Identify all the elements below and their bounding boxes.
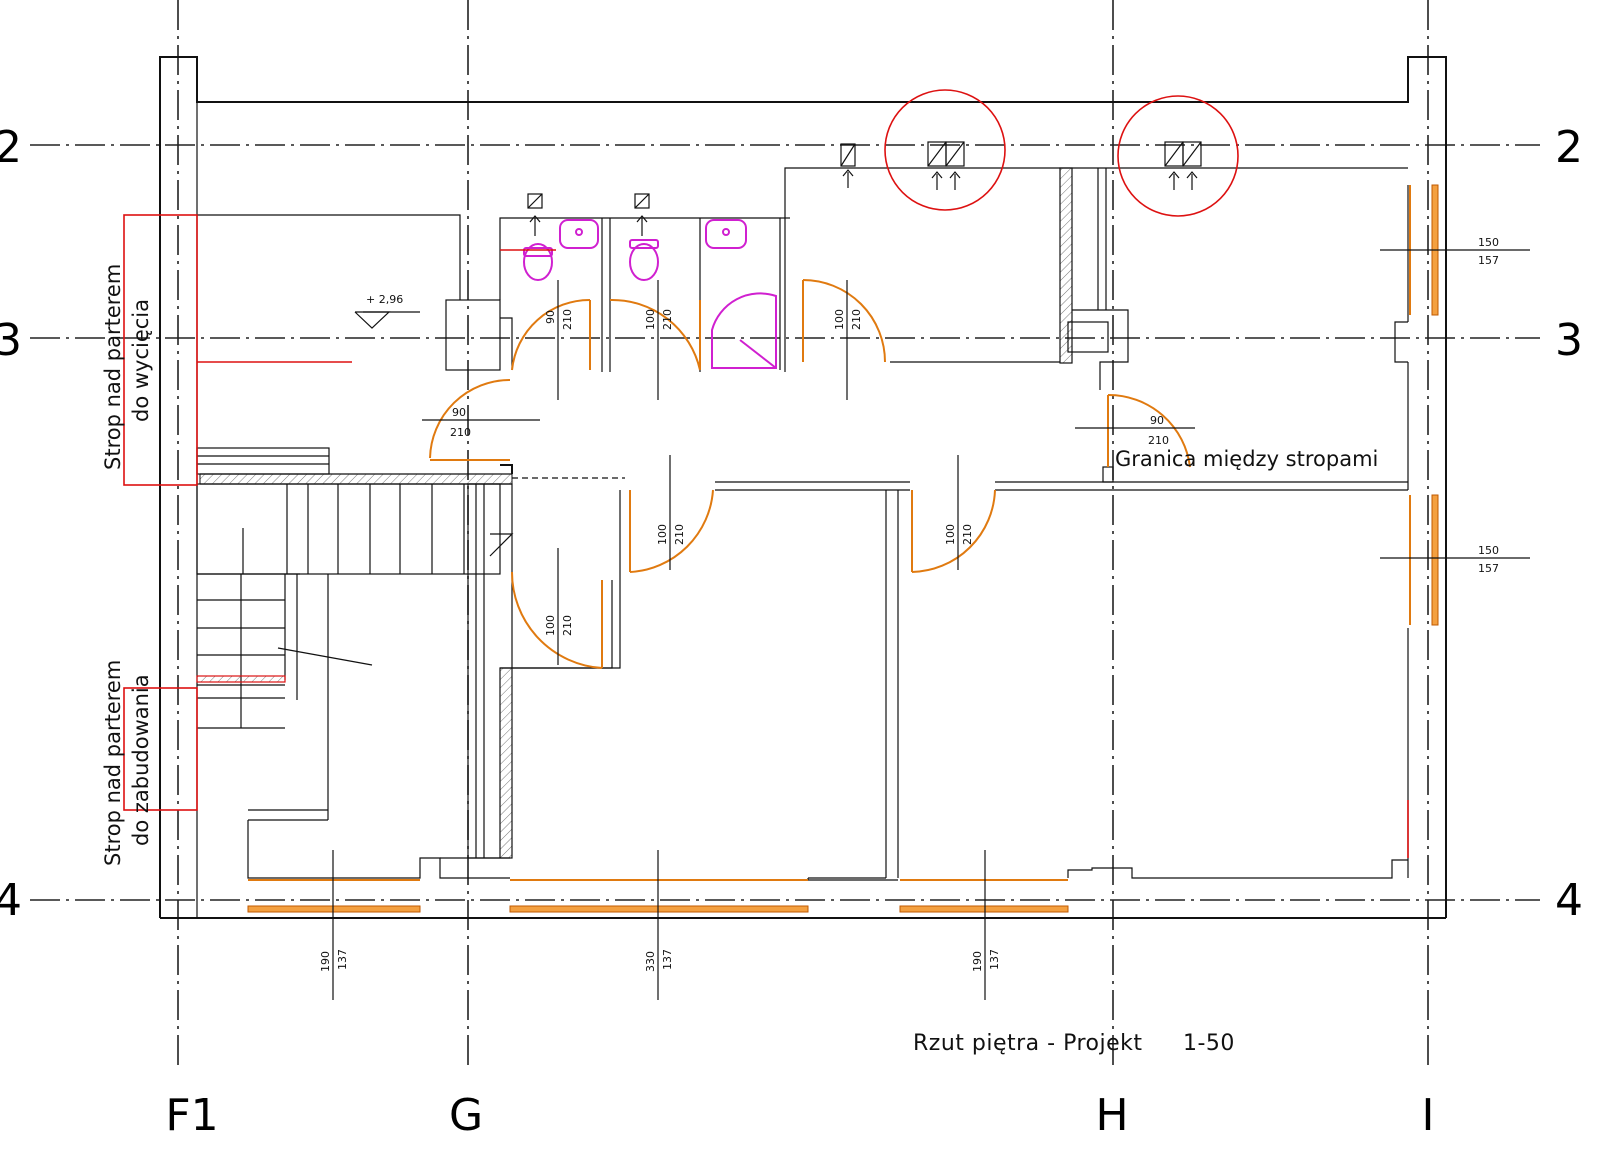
grid-label-row-2-left: 2 [0,122,22,173]
door-5-width: 90 [1150,414,1164,427]
markup-circle-2 [1117,95,1239,217]
door-7-height: 210 [961,524,974,545]
door-2-height: 210 [561,309,574,330]
grid-label-row-3-left: 3 [0,315,22,366]
door-6-width: 100 [656,524,669,545]
cut-slab-frame [123,214,198,486]
door-8-height: 210 [561,615,574,636]
grid-label-row-3-right: 3 [1555,315,1583,366]
door-3-height: 210 [661,309,674,330]
cut-slab-note-line-1: Strop nad parterem [101,264,125,470]
grid-label-row-4-right: 4 [1555,875,1583,926]
window-bottom-3 [899,905,1069,913]
door-4-height: 210 [850,309,863,330]
cut-slab-note-line-2: do wycięcia [129,299,153,422]
build-slab-note-line-2: do zabudowania [129,674,153,846]
ventilation-ducts [527,89,1239,236]
drawing-scale: 1-50 [1183,1031,1235,1056]
window-right-bottom [1431,494,1439,626]
doors [429,279,1191,669]
grid-label-f1: F1 [165,1090,218,1141]
window-bottom-1-width: 190 [319,951,332,972]
door-7-width: 100 [944,524,957,545]
door-4-width: 100 [833,309,846,330]
level-marker: + 2,96 [354,293,420,329]
door-6-height: 210 [673,524,686,545]
shower [711,292,777,369]
grid-label-row-2-right: 2 [1555,122,1583,173]
window-right-bottom-width: 150 [1478,544,1499,557]
window-bottom-2 [509,905,809,913]
slab-boundary-note: Granica między stropami [1115,447,1378,471]
staircase [196,447,514,821]
drawing-title: Rzut piętra - Projekt [913,1031,1143,1056]
markup-frames [123,214,1409,858]
interior-walls [197,167,1408,879]
grid-label-h: H [1095,1090,1128,1141]
sanitary-fixtures [500,219,777,369]
markup-circle-1 [884,89,1006,211]
grid-label-row-4-left: 4 [0,875,22,926]
door-1-width: 90 [452,406,466,419]
toilet-1 [523,247,553,257]
toilet-2 [629,239,659,249]
sink-2 [705,219,747,249]
window-bottom-1 [247,905,421,913]
window-right-bottom-height: 157 [1478,562,1499,575]
build-slab-frame [123,687,198,811]
grid-label-g: G [449,1090,483,1141]
window-right-top-width: 150 [1478,236,1499,249]
door-1-height: 210 [450,426,471,439]
door-2-width: 90 [544,310,557,324]
window-right-top-height: 157 [1478,254,1499,267]
window-bottom-3-height: 137 [988,949,1001,970]
window-bottom-3-width: 190 [971,951,984,972]
sink-1 [559,219,599,249]
outer-walls [159,56,1447,919]
door-3-width: 100 [644,309,657,330]
level-mark-label: + 2,96 [366,293,403,306]
window-bottom-1-height: 137 [336,949,349,970]
door-5-height: 210 [1148,434,1169,447]
window-bottom-2-width: 330 [644,951,657,972]
grid-label-i: I [1422,1090,1435,1141]
window-bottom-2-height: 137 [661,949,674,970]
dimension-lines [332,249,1530,1000]
door-8-width: 100 [544,615,557,636]
grid-axes [30,0,1540,1070]
build-slab-note-line-1: Strop nad parterem [101,660,125,866]
